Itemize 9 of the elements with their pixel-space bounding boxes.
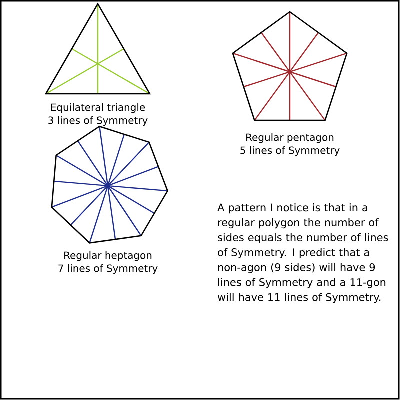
heptagon-drawing bbox=[51, 126, 168, 244]
shape-caption: Regular pentagon bbox=[246, 134, 334, 144]
shape-caption: 3 lines of Symmetry bbox=[48, 116, 148, 126]
note-paragraph: A pattern I notice is that in a regular polygon the number of sides equals the number of lines of Symmetry. I predict that a non-agon (9 sides) will have 9 lines of Symmetry and a 11-gon will have 11 lines of Symmetry. bbox=[218, 204, 388, 304]
shape-caption: Regular heptagon bbox=[64, 252, 152, 262]
shape-caption: 7 lines of Symmetry bbox=[58, 264, 158, 274]
pentagon-drawing bbox=[232, 11, 348, 122]
shape-caption: Equilateral triangle bbox=[51, 104, 146, 114]
shape-caption: 5 lines of Symmetry bbox=[240, 146, 340, 156]
